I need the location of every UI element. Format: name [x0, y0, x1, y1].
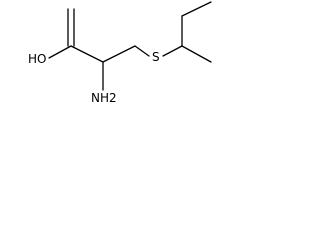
bond-alpha-beta	[102, 45, 136, 63]
bond-sulfur-ch	[162, 45, 183, 57]
bond-ch2-ch3	[181, 1, 212, 17]
sulfur-label: S	[152, 50, 160, 64]
amine-label: NH2	[91, 91, 117, 105]
molecule-structure: HO S NH2	[28, 1, 212, 105]
bond-ch-methyl	[181, 45, 212, 63]
bond-beta-sulfur	[134, 45, 150, 57]
bond-carboxyl-hydroxyl	[48, 45, 72, 59]
hydroxyl-label: HO	[28, 52, 46, 66]
bond-carboxyl-alpha	[70, 45, 104, 63]
